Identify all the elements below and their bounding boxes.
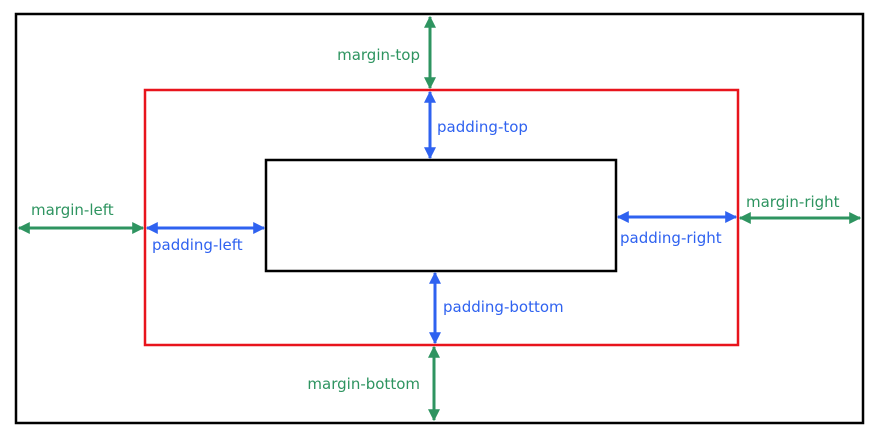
padding-left-label: padding-left bbox=[152, 236, 243, 254]
border-box bbox=[143, 88, 740, 347]
outer-margin-box bbox=[14, 12, 865, 425]
margin-bottom-label: margin-bottom bbox=[307, 375, 420, 393]
padding-top-label: padding-top bbox=[437, 118, 528, 136]
content-box bbox=[264, 158, 618, 273]
padding-right-label: padding-right bbox=[620, 229, 722, 247]
margin-left-label: margin-left bbox=[31, 201, 114, 219]
margin-right-label: margin-right bbox=[746, 193, 840, 211]
padding-bottom-label: padding-bottom bbox=[443, 298, 564, 316]
margin-top-label: margin-top bbox=[337, 46, 420, 64]
